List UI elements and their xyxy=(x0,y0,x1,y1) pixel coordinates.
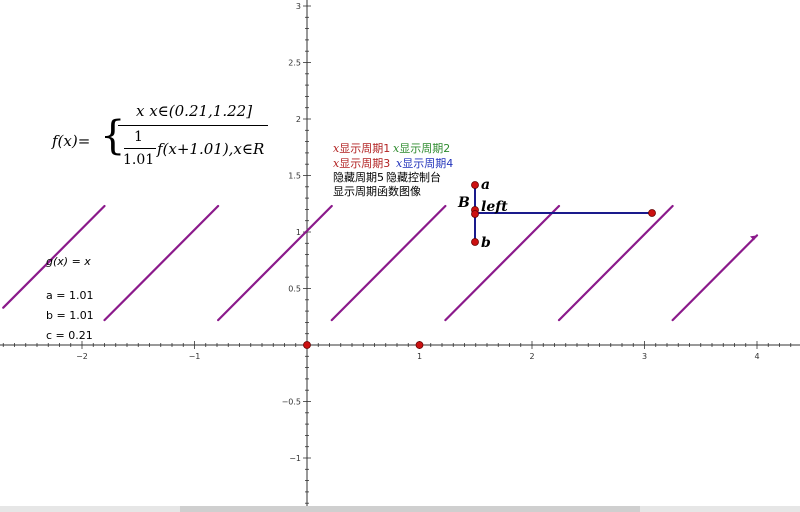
show-period-4-button[interactable]: x显示周期4 xyxy=(396,155,453,171)
y-tick-label: 1.5 xyxy=(288,172,301,181)
axis-point[interactable] xyxy=(415,341,424,349)
y-tick-label: −0.5 xyxy=(282,398,301,407)
period-segment xyxy=(444,204,561,322)
slider-handle[interactable] xyxy=(648,209,656,217)
period-4-x: x xyxy=(396,157,403,170)
slider-control[interactable] xyxy=(471,181,656,246)
y-tick-label: 1 xyxy=(296,228,301,237)
param-a: a = 1.01 xyxy=(46,289,94,302)
x-tick-label: 3 xyxy=(642,352,647,361)
show-function-graph-button[interactable]: 显示周期函数图像 xyxy=(333,185,421,198)
period-segment xyxy=(217,204,333,322)
marked-points[interactable] xyxy=(303,341,424,349)
y-tick-label: −1 xyxy=(289,454,301,463)
param-c: c = 0.21 xyxy=(46,329,93,342)
x-tick-label: 1 xyxy=(417,352,422,361)
period-segment xyxy=(2,204,106,309)
slider-point-left[interactable] xyxy=(471,210,479,218)
scrollbar-thumb[interactable] xyxy=(180,506,640,512)
formula-case1: x x∈(0.21,1.22] xyxy=(136,102,253,120)
axis-ticks: −2 −1 1 2 3 4 3 2.5 2 1.5 1 0.5 −0.5 −1 xyxy=(2,2,792,504)
slider-point-b[interactable] xyxy=(471,238,479,246)
param-g: g(x) = x xyxy=(46,255,91,268)
slider-label-B: B xyxy=(458,195,470,211)
period-3-label: 显示周期3 xyxy=(339,157,391,170)
piecewise-formula: f(x)= { x x∈(0.21,1.22] 1 1.01 f(x+1.01)… xyxy=(52,98,282,178)
period-segment xyxy=(103,204,220,322)
x-tick-label: −1 xyxy=(189,352,201,361)
period-segment xyxy=(330,204,447,322)
y-tick-label: 0.5 xyxy=(288,285,301,294)
x-tick-label: −2 xyxy=(76,352,88,361)
show-period-3-button[interactable]: x显示周期3 xyxy=(333,155,390,171)
period-1-x: x xyxy=(333,142,340,155)
formula-frac-denominator: 1.01 xyxy=(123,152,155,168)
y-tick-label: 2 xyxy=(296,115,301,124)
period-2-x: x xyxy=(393,142,400,155)
param-b: b = 1.01 xyxy=(46,309,94,322)
period-4-label: 显示周期4 xyxy=(402,157,454,170)
formula-case2: f(x+1.01),x∈R xyxy=(157,140,265,158)
axis-point[interactable] xyxy=(303,341,311,349)
formula-frac-bar xyxy=(124,148,156,149)
period-segment xyxy=(671,234,759,322)
show-period-2-button[interactable]: x显示周期2 xyxy=(393,140,450,156)
hide-period-5-button[interactable]: 隐藏周期5 xyxy=(333,171,384,184)
slider-point-a[interactable] xyxy=(471,181,479,189)
show-period-1-button[interactable]: x显示周期1 xyxy=(333,140,390,156)
period-2-label: 显示周期2 xyxy=(399,142,451,155)
x-tick-label: 4 xyxy=(754,352,759,361)
period-segment xyxy=(557,204,674,322)
period-1-label: 显示周期1 xyxy=(339,142,391,155)
formula-frac-numerator: 1 xyxy=(134,129,143,145)
slider-label-b: b xyxy=(481,235,491,251)
hide-console-button[interactable]: 隐藏控制台 xyxy=(386,171,441,184)
arrow-head xyxy=(750,235,757,241)
function-graph xyxy=(2,204,759,322)
formula-divider xyxy=(118,125,268,126)
y-tick-label: 3 xyxy=(296,2,301,11)
formula-lhs: f(x)= xyxy=(52,132,91,150)
slider-label-left: left xyxy=(481,199,508,215)
period-3-x: x xyxy=(333,157,340,170)
slider-label-a: a xyxy=(481,177,491,193)
y-tick-label: 2.5 xyxy=(288,59,301,68)
horizontal-scrollbar[interactable] xyxy=(0,506,800,512)
formula-brace: { xyxy=(100,113,126,159)
x-tick-label: 2 xyxy=(529,352,534,361)
